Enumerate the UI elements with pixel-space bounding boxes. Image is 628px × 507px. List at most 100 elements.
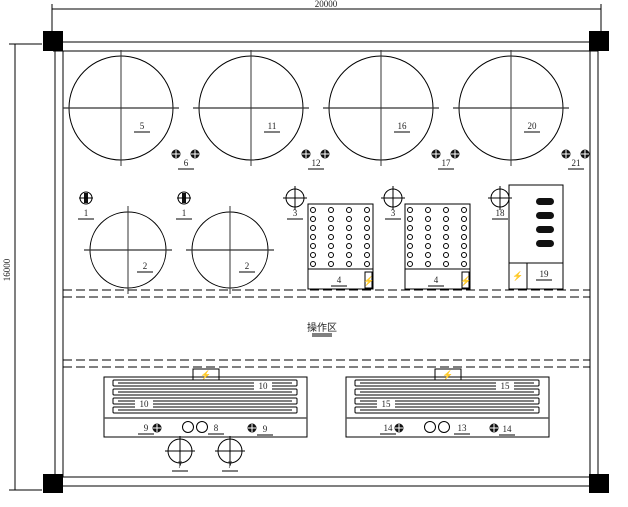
indicator-light	[461, 216, 467, 222]
indicator-light	[310, 234, 316, 240]
valve-label: 9	[144, 423, 149, 433]
column-top-right	[589, 31, 609, 51]
indicator-light	[364, 234, 370, 240]
indicator-light	[310, 243, 316, 249]
power-box	[364, 271, 373, 289]
indicator-light	[407, 225, 413, 231]
conveyor-bar	[354, 388, 540, 396]
indicator-light	[310, 252, 316, 258]
label-bg	[254, 382, 272, 391]
conveyor-bar	[354, 379, 540, 387]
valve-label: 12	[312, 158, 321, 168]
valve-label: 14	[384, 423, 394, 433]
conveyor-label: 15	[382, 399, 392, 409]
conveyor-bar	[112, 379, 298, 387]
indicator-light	[328, 234, 334, 240]
indicator-light	[346, 216, 352, 222]
pump-label: 18	[496, 208, 506, 218]
conveyor-bar	[112, 397, 298, 405]
pump-label: 3	[391, 208, 396, 218]
lightning-icon: ⚡	[442, 369, 453, 381]
pump-label: 3	[293, 208, 298, 218]
lightning-icon: ⚡	[512, 270, 523, 282]
breaker-icon	[536, 226, 554, 233]
operation-zone-label: 操作区	[307, 321, 337, 334]
indicator-light	[328, 261, 334, 267]
indicator-light	[328, 207, 334, 213]
width-dimension-text: 20000	[315, 0, 338, 9]
indicator-light	[364, 207, 370, 213]
indicator-light	[328, 243, 334, 249]
breaker-icon	[536, 198, 554, 205]
conveyor-bar	[354, 397, 540, 405]
conveyor-label: 15	[501, 381, 511, 391]
conveyor-label: 10	[140, 399, 150, 409]
indicator-light	[425, 261, 431, 267]
indicator-light	[443, 261, 449, 267]
cabinet-label: 19	[540, 269, 550, 279]
indicator-light	[346, 207, 352, 213]
indicator-light	[443, 252, 449, 258]
breaker-icon	[536, 212, 554, 219]
conveyor-label: 10	[259, 381, 269, 391]
conveyor-bar	[354, 406, 540, 414]
electrical-cabinet	[508, 184, 564, 290]
indicator-light	[328, 225, 334, 231]
indicator-light	[407, 261, 413, 267]
indicator-light	[461, 252, 467, 258]
panel-label: 4	[337, 275, 342, 285]
label-bg	[135, 400, 153, 409]
indicator-light	[328, 216, 334, 222]
tank-label: 16	[398, 121, 408, 131]
gauge-icon	[182, 421, 194, 433]
valve-label: 13	[458, 423, 468, 433]
lightning-icon: ⚡	[460, 275, 471, 287]
indicator-light	[310, 225, 316, 231]
indicator-light	[346, 243, 352, 249]
indicator-light	[407, 252, 413, 258]
indicator-light	[461, 261, 467, 267]
valve-label: 17	[442, 158, 452, 168]
indicator-light	[425, 243, 431, 249]
gauge-icon	[424, 421, 436, 433]
building-walls	[43, 31, 609, 493]
indicator-light	[407, 207, 413, 213]
valve-label: 1	[84, 208, 89, 218]
breaker-icon	[536, 240, 554, 247]
tank-label: 20	[528, 121, 538, 131]
column-top-left	[43, 31, 63, 51]
production-line-unit	[103, 376, 308, 438]
indicator-light	[310, 216, 316, 222]
indicator-light	[425, 234, 431, 240]
valve-label: 21	[572, 158, 581, 168]
indicator-light	[364, 243, 370, 249]
pump-label: 7	[178, 460, 183, 470]
indicator-light	[407, 243, 413, 249]
indicator-light	[461, 234, 467, 240]
lightning-icon: ⚡	[363, 275, 374, 287]
tank-label: 2	[245, 261, 250, 271]
pump-label: 7	[228, 460, 233, 470]
indicator-light	[443, 225, 449, 231]
indicator-light	[310, 207, 316, 213]
tank-label: 5	[140, 121, 145, 131]
control-panel	[404, 203, 471, 290]
valve-label: 9	[263, 424, 268, 434]
indicator-light	[346, 261, 352, 267]
aisle-lines	[63, 289, 590, 368]
valve-label: 1	[182, 208, 187, 218]
indicator-light	[425, 225, 431, 231]
indicator-light	[346, 225, 352, 231]
gauge-icon	[196, 421, 208, 433]
indicator-light	[346, 234, 352, 240]
column-bottom-left	[43, 474, 63, 493]
column-bottom-right	[589, 474, 609, 493]
indicator-light	[443, 234, 449, 240]
indicator-light	[425, 207, 431, 213]
gauge-icon	[438, 421, 450, 433]
indicator-light	[364, 225, 370, 231]
indicator-light	[443, 243, 449, 249]
production-line-unit	[345, 376, 550, 438]
tank-label: 11	[268, 121, 277, 131]
